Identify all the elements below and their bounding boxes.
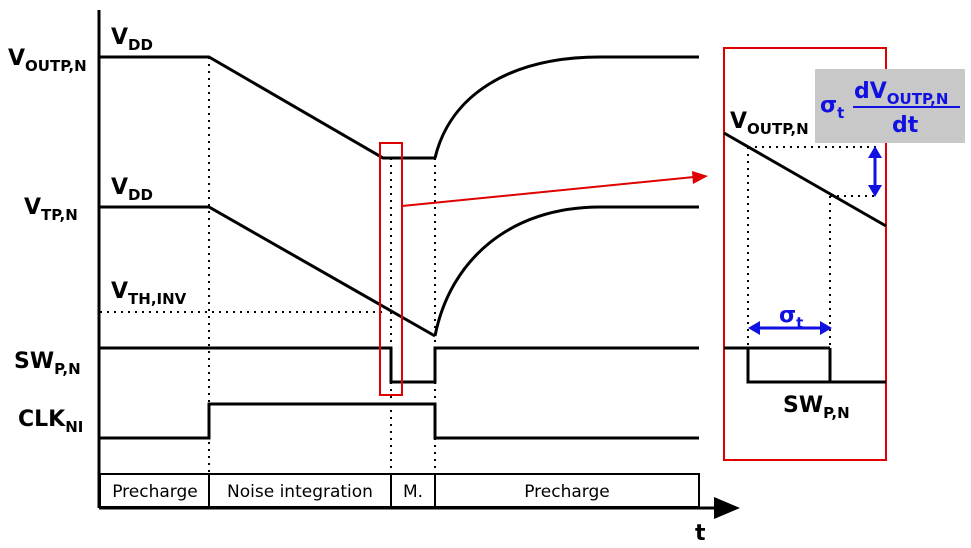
- voutp-waveform: [100, 55, 435, 160]
- phase-label-measure: M.: [403, 482, 423, 502]
- voutp-label: VOUTP,N: [8, 46, 87, 75]
- zoom-sw-waveform: [724, 346, 886, 384]
- formula-denominator: dt: [892, 113, 919, 138]
- sigma-t-arrow-right: [820, 321, 832, 335]
- vtp-label: VTP,N: [24, 195, 78, 224]
- voutp-recharge-curve: [433, 55, 699, 159]
- sigma-t-label: σt: [779, 303, 803, 332]
- phase-label-noise-integration: Noise integration: [227, 482, 373, 502]
- vth-label: VTH,INV: [111, 279, 187, 308]
- vdd-label-1: VDD: [111, 25, 153, 54]
- vtp-waveform: [100, 205, 436, 338]
- zoom-arrow-head: [692, 171, 708, 184]
- sw-label: SWP,N: [14, 349, 81, 378]
- phase-label-precharge-2: Precharge: [524, 482, 610, 502]
- voltage-delta-arrow-bottom: [868, 185, 882, 197]
- vtp-recharge-curve: [433, 205, 699, 337]
- zoom-arrow-line: [401, 176, 695, 207]
- sigma-t-arrow-left: [748, 321, 760, 335]
- formula-sigma: σt: [820, 93, 844, 122]
- clk-waveform: [100, 402, 699, 440]
- phase-bar: [99, 473, 700, 508]
- vdd-label-2: VDD: [111, 175, 153, 204]
- zoom-sw-label: SWP,N: [783, 393, 850, 422]
- formula-numerator: dVOUTP,N: [854, 79, 948, 108]
- voltage-delta-arrow-top: [868, 146, 882, 158]
- zoom-voutp-label: VOUTP,N: [730, 109, 809, 138]
- highlight-box: [379, 142, 403, 396]
- x-axis-arrow: [714, 497, 740, 519]
- clk-label: CLKNI: [18, 407, 83, 436]
- zoom-voutp-slope: [723, 131, 887, 228]
- sw-waveform: [100, 346, 699, 384]
- zoom-panel: [723, 47, 887, 461]
- time-axis-label: t: [695, 521, 706, 546]
- phase-label-precharge: Precharge: [112, 482, 198, 502]
